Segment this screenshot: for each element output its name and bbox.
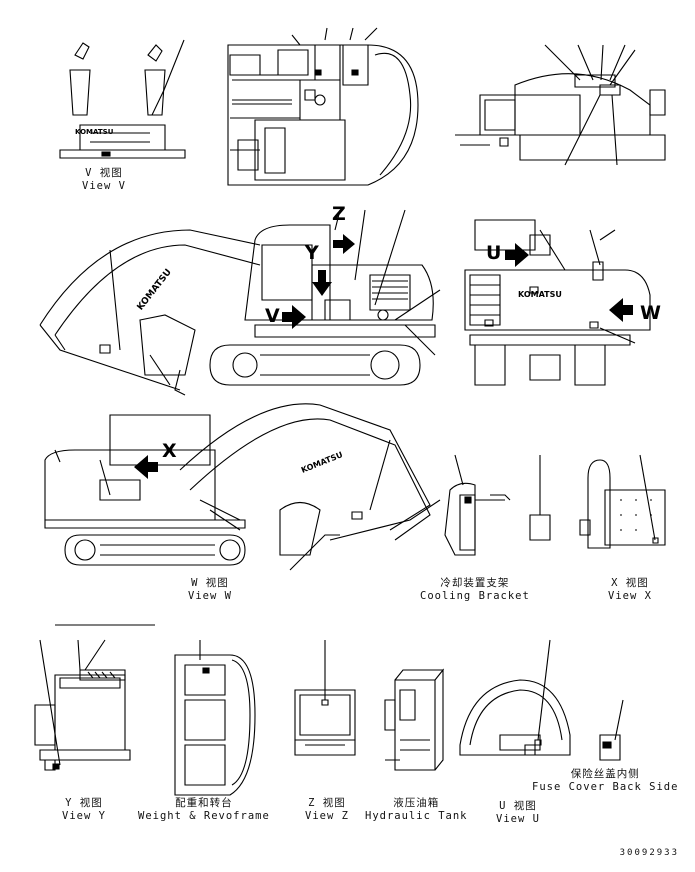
marker-u: U: [486, 242, 502, 264]
arrow-u-icon: [505, 243, 529, 267]
caption-view-y-zh: Y 视图: [65, 797, 103, 809]
weight-revoframe-drawing: [175, 640, 255, 795]
caption-view-z: Z 视图 View Z: [305, 797, 349, 823]
brand-top-view: KOMATSU: [75, 128, 114, 136]
caption-weight-revoframe-en: Weight & Revoframe: [138, 810, 270, 822]
caption-view-x-en: View X: [608, 590, 652, 602]
caption-weight-revoframe-zh: 配重和转台: [175, 797, 233, 809]
front-view-drawing: [465, 220, 650, 385]
fuse-cover-drawing: [600, 700, 623, 760]
cooling-bracket-drawing: [445, 455, 550, 555]
caption-fuse-cover-en: Fuse Cover Back Side: [532, 781, 679, 793]
marker-x: X: [162, 440, 177, 462]
caption-view-y-en: View Y: [62, 810, 106, 822]
marker-y: Y: [305, 242, 319, 264]
marker-w: W: [640, 302, 661, 324]
caption-view-w-en: View W: [188, 590, 232, 602]
marker-v: V: [265, 305, 280, 327]
view-u-drawing: [460, 640, 570, 755]
caption-view-u: U 视图 View U: [496, 800, 540, 826]
caption-hydraulic-tank-zh: 液压油箱: [393, 797, 440, 809]
rear-view-drawing: [455, 45, 665, 165]
hydraulic-tank-drawing: [385, 670, 443, 770]
caption-view-x: X 视图 View X: [608, 577, 652, 603]
caption-view-z-en: View Z: [305, 810, 349, 822]
document-number: 30092933: [619, 848, 679, 858]
caption-view-z-zh: Z 视图: [308, 797, 346, 809]
excavator-side-drawing: [40, 210, 440, 395]
arrow-v-icon: [282, 305, 306, 329]
caption-view-y: Y 视图 View Y: [62, 797, 106, 823]
caption-fuse-cover: 保险丝盖内侧 Fuse Cover Back Side: [532, 768, 678, 794]
caption-view-x-zh: X 视图: [611, 577, 649, 589]
brand-counterweight-rear: KOMATSU: [518, 290, 562, 299]
caption-weight-revoframe: 配重和转台 Weight & Revoframe: [138, 797, 270, 823]
caption-cooling-bracket-en: Cooling Bracket: [420, 590, 530, 602]
caption-view-v: V 视图 View V: [82, 167, 126, 193]
caption-view-v-en: View V: [82, 180, 126, 192]
caption-view-w-zh: W 视图: [191, 577, 229, 589]
marker-z: Z: [332, 203, 346, 225]
view-w-drawing: [45, 404, 440, 570]
caption-hydraulic-tank-en: Hydraulic Tank: [365, 810, 468, 822]
top-view-drawing: [228, 28, 418, 185]
arrow-z-icon: [333, 234, 355, 254]
arrow-x-icon: [134, 455, 158, 479]
caption-view-w: W 视图 View W: [188, 577, 232, 603]
view-y-drawing: [35, 625, 155, 770]
caption-view-u-zh: U 视图: [499, 800, 537, 812]
caption-view-u-en: View U: [496, 813, 540, 825]
view-x-drawing: [580, 455, 665, 548]
caption-cooling-bracket-zh: 冷却装置支架: [440, 577, 510, 589]
caption-fuse-cover-zh: 保险丝盖内侧: [570, 768, 640, 780]
arrow-w-icon: [609, 298, 633, 322]
caption-cooling-bracket: 冷却装置支架 Cooling Bracket: [420, 577, 530, 603]
arrow-y-icon: [312, 270, 332, 296]
caption-hydraulic-tank: 液压油箱 Hydraulic Tank: [365, 797, 468, 823]
view-v-drawing: [60, 40, 185, 158]
view-z-drawing: [295, 640, 355, 755]
caption-view-v-zh: V 视图: [85, 167, 123, 179]
